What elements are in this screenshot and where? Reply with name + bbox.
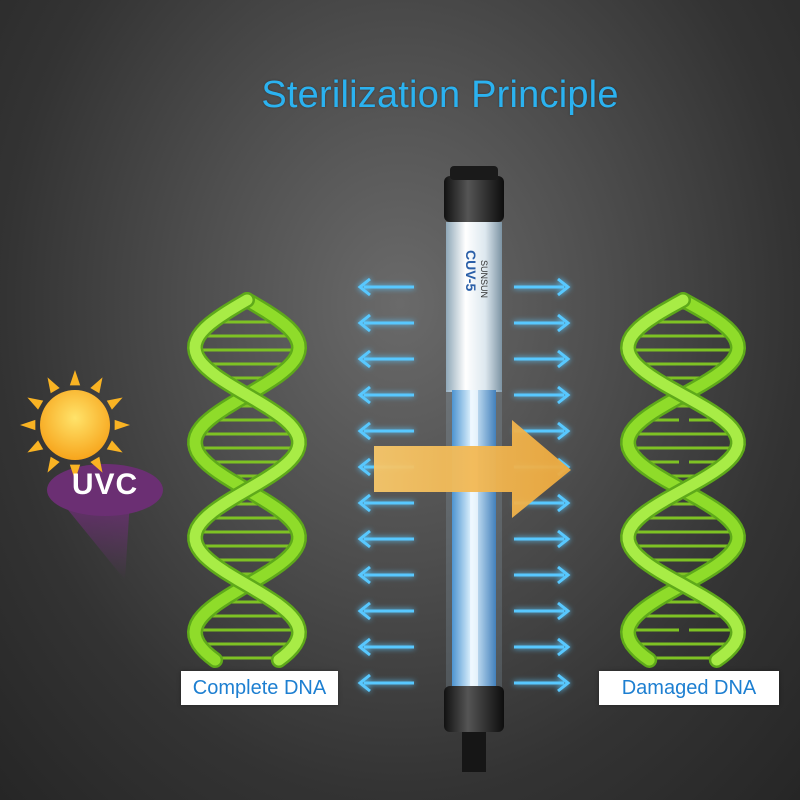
lamp-top-cap: [444, 176, 504, 222]
arrow-right-icon: [514, 313, 571, 333]
lamp-model-text: CUV-5: [463, 250, 479, 291]
arrow-left-icon: [357, 637, 414, 657]
arrow-right-icon: [514, 673, 571, 693]
arrow-right-icon: [514, 601, 571, 621]
damaged-dna-helix: [619, 292, 747, 668]
uv-lamp: CUV-5 SUNSUN: [444, 166, 504, 772]
dna-strand: [622, 294, 744, 666]
big-arrow: [374, 420, 571, 518]
uvc-label: UVC: [71, 468, 139, 501]
arrow-left-icon: [357, 421, 414, 441]
lamp-label-sleeve: [446, 222, 502, 392]
uv-rays-left: [357, 277, 414, 693]
arrow-left-icon: [357, 601, 414, 621]
arrow-left-icon: [357, 673, 414, 693]
dna-strand: [189, 294, 305, 666]
arrow-left-icon: [357, 385, 414, 405]
complete-dna-label: Complete DNA: [181, 671, 338, 705]
arrow-right-icon: [514, 565, 571, 585]
arrow-left-icon: [357, 529, 414, 549]
page-title: Sterilization Principle: [261, 74, 619, 116]
sun-icon: [20, 370, 130, 480]
dna-strand: [189, 294, 305, 666]
arrow-left-icon: [357, 565, 414, 585]
lamp-brand-text: SUNSUN: [479, 260, 489, 298]
arrow-left-icon: [357, 313, 414, 333]
arrow-right-icon: [514, 529, 571, 549]
damaged-dna-label: Damaged DNA: [599, 671, 779, 705]
dna-strand: [622, 294, 744, 666]
arrow-left-icon: [357, 349, 414, 369]
arrow-right-icon: [514, 277, 571, 297]
arrow-right-icon: [514, 349, 571, 369]
arrow-left-icon: [357, 493, 414, 513]
arrow-left-icon: [357, 277, 414, 297]
arrow-right-icon: [514, 385, 571, 405]
arrow-right-icon: [514, 637, 571, 657]
complete-dna-helix: [186, 292, 308, 668]
lamp-bottom-cap: [444, 686, 504, 732]
